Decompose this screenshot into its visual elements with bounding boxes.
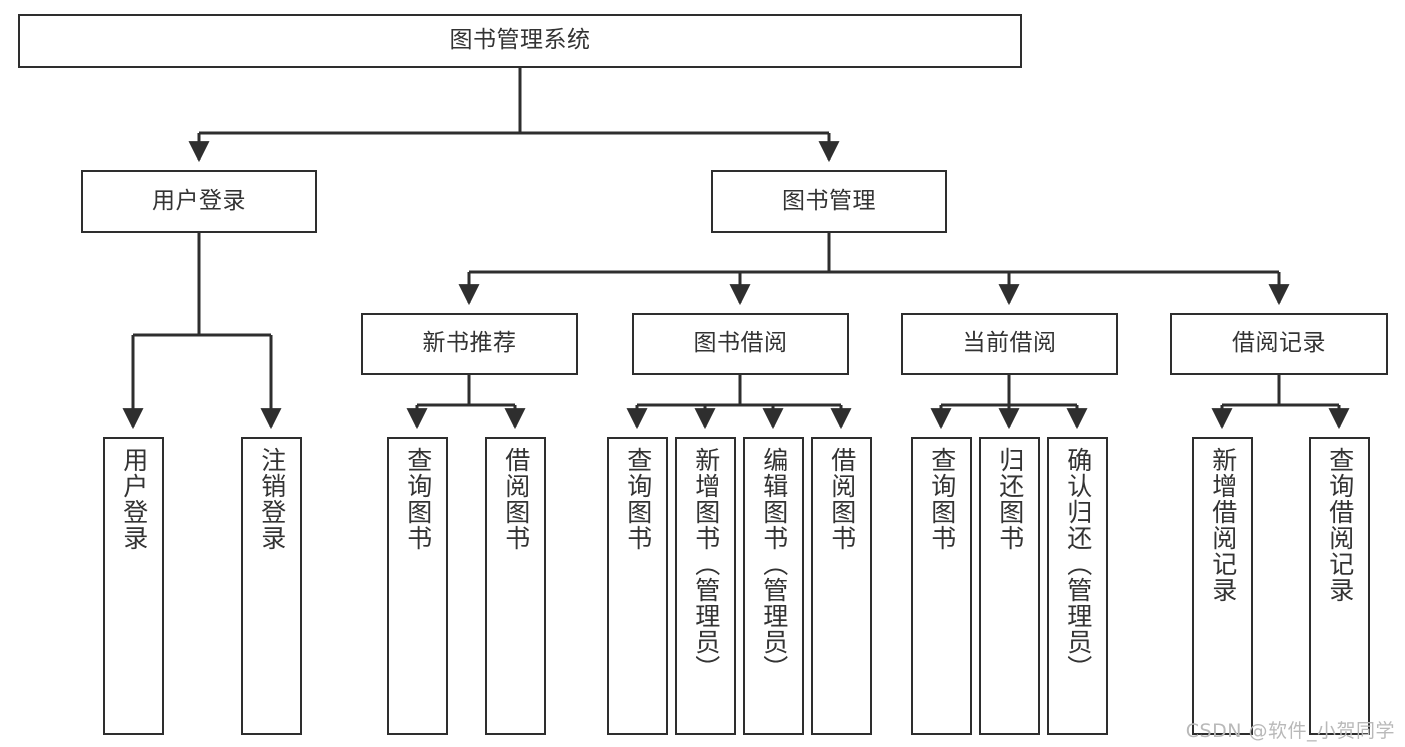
node-label: 当前借阅 (962, 330, 1057, 357)
node-root-book-management-system[interactable]: 图书管理系统 (18, 14, 1022, 68)
node-label: 确认归还（管理员） (1063, 447, 1093, 681)
node-label: 图书管理 (782, 187, 876, 214)
node-label: 查询借阅记录 (1325, 447, 1355, 603)
node-label: 借阅记录 (1232, 330, 1326, 357)
node-new-book-recommend[interactable]: 新书推荐 (361, 313, 578, 375)
leaf-confirm-return-admin[interactable]: 确认归还（管理员） (1047, 437, 1108, 735)
leaf-borrow-book[interactable]: 借阅图书 (811, 437, 872, 735)
node-borrow-records[interactable]: 借阅记录 (1170, 313, 1388, 375)
leaf-query-book-recommend[interactable]: 查询图书 (387, 437, 448, 735)
node-label: 借阅图书 (501, 447, 531, 551)
watermark-csdn: CSDN @软件_小贺同学 (1185, 720, 1395, 742)
leaf-query-book-current[interactable]: 查询图书 (911, 437, 972, 735)
node-label: 用户登录 (119, 447, 149, 551)
node-label: 用户登录 (152, 187, 246, 214)
leaf-return-book[interactable]: 归还图书 (979, 437, 1040, 735)
node-label: 查询图书 (927, 447, 957, 551)
leaf-edit-book-admin[interactable]: 编辑图书（管理员） (743, 437, 804, 735)
node-current-borrow[interactable]: 当前借阅 (901, 313, 1118, 375)
node-label: 编辑图书（管理员） (759, 447, 789, 681)
leaf-query-borrow-record[interactable]: 查询借阅记录 (1309, 437, 1370, 735)
node-label: 归还图书 (995, 447, 1025, 551)
node-label: 注销登录 (257, 447, 287, 551)
node-label: 图书借阅 (693, 330, 788, 357)
leaf-logout-login[interactable]: 注销登录 (241, 437, 302, 735)
leaf-add-book-admin[interactable]: 新增图书（管理员） (675, 437, 736, 735)
node-book-borrow[interactable]: 图书借阅 (632, 313, 849, 375)
leaf-borrow-book-recommend[interactable]: 借阅图书 (485, 437, 546, 735)
node-label: 图书管理系统 (449, 27, 591, 54)
node-label: 新增图书（管理员） (691, 447, 721, 681)
leaf-user-login[interactable]: 用户登录 (103, 437, 164, 735)
node-label: 查询图书 (623, 447, 653, 551)
node-user-login[interactable]: 用户登录 (81, 170, 317, 233)
node-label: 新书推荐 (422, 330, 517, 357)
leaf-add-borrow-record[interactable]: 新增借阅记录 (1192, 437, 1253, 735)
node-book-management[interactable]: 图书管理 (711, 170, 947, 233)
leaf-query-book-borrow[interactable]: 查询图书 (607, 437, 668, 735)
node-label: 借阅图书 (827, 447, 857, 551)
node-label: 新增借阅记录 (1208, 447, 1238, 603)
node-label: 查询图书 (403, 447, 433, 551)
